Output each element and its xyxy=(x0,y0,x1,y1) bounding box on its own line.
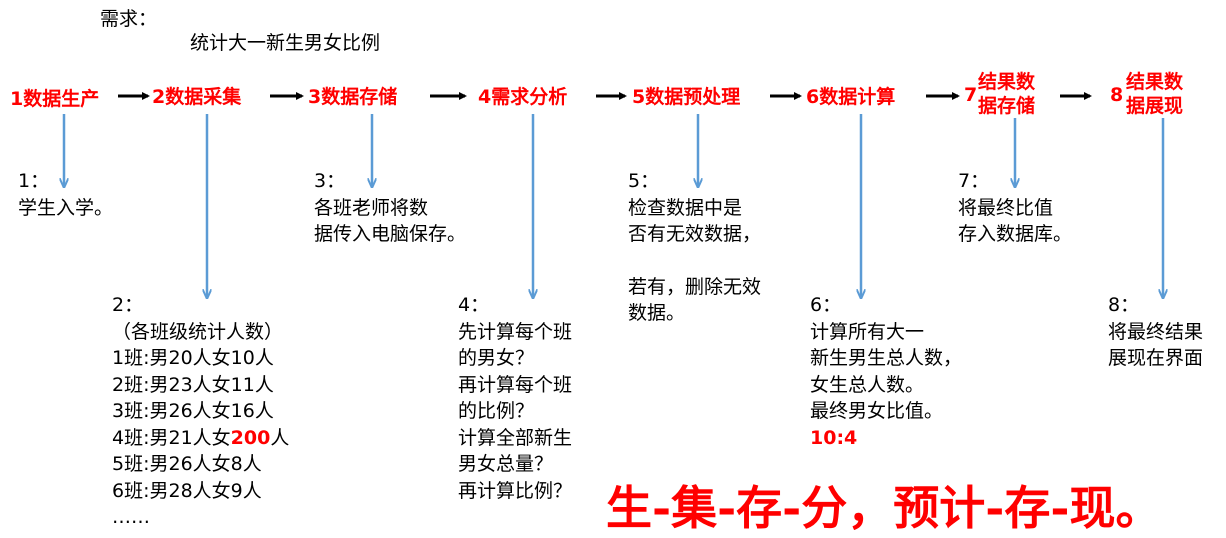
note-1-number: 1： xyxy=(18,170,50,192)
class-row-3: 3班:男26人女16人 xyxy=(112,400,274,422)
note-4-number: 4： xyxy=(458,294,490,316)
note-6-number: 6： xyxy=(810,294,842,316)
note-6-line-1: 计算所有大一 xyxy=(810,320,925,343)
note-6-line-4: 最终男女比值。 xyxy=(810,400,944,422)
class-row-4: 4班:男21人女200人 xyxy=(112,426,290,449)
step-2-data-collection: 2数据采集 xyxy=(152,86,242,108)
ellipsis: …… xyxy=(112,506,150,528)
note-8: 8： 将最终结果 展现在界面 xyxy=(1108,292,1203,372)
step-7-line-2: 据存储 xyxy=(978,95,1036,117)
note-5-spacer xyxy=(628,248,761,274)
step-4-requirement-analysis: 4需求分析 xyxy=(478,86,568,108)
step-7-number: 7 xyxy=(964,84,978,106)
class-row-5: 5班:男26人女8人 xyxy=(112,453,262,475)
note-4: 4： 先计算每个班 的男女？ 再计算每个班 的比例？ 计算全部新生 男女总量？ … xyxy=(458,292,572,504)
note-4-line-2: 的男女？ xyxy=(458,347,535,369)
requirement-text: 统计大一新生男女比例 xyxy=(190,32,381,54)
note-4-line-1: 先计算每个班 xyxy=(458,320,573,343)
step-1-data-production: 1数据生产 xyxy=(10,88,100,110)
note-8-number: 8： xyxy=(1108,294,1140,316)
note-7-line-2: 存入数据库。 xyxy=(958,223,1073,245)
step-5-data-preprocessing: 5数据预处理 xyxy=(632,86,741,108)
class-row-6: 6班:男28人女9人 xyxy=(112,479,262,502)
note-8-line-2: 展现在界面 xyxy=(1108,347,1204,369)
step-8-result-display: 结果数 据展现 xyxy=(1126,70,1183,118)
note-7-line-1: 将最终比值 xyxy=(958,196,1054,219)
step-7-line-1: 结果数 xyxy=(978,71,1036,93)
note-2: 2： （各班级统计人数） 1班:男20人女10人 2班:男23人女11人 3班:… xyxy=(112,292,289,531)
down-arrows xyxy=(64,114,1163,297)
step-7-result-storage: 结果数 据存储 xyxy=(978,70,1035,118)
anomaly-value: 200 xyxy=(230,426,271,449)
class-row-2: 2班:男23人女11人 xyxy=(112,373,274,396)
summary-slogan: 生-集-存-分，预计-存-现。 xyxy=(606,481,1162,535)
note-8-line-1: 将最终结果 xyxy=(1108,320,1204,343)
note-6-line-2: 新生男生总人数， xyxy=(810,347,963,369)
note-3-line-2: 据传入电脑保存。 xyxy=(314,223,467,245)
note-3-line-1: 各班老师将数 xyxy=(314,196,429,219)
note-5-line-1: 检查数据中是 xyxy=(628,196,743,219)
note-6: 6： 计算所有大一 新生男生总人数， 女生总人数。 最终男女比值。 10:4 xyxy=(810,292,962,451)
note-1-line: 学生入学。 xyxy=(18,196,114,219)
class-row-1: 1班:男20人女10人 xyxy=(112,347,274,369)
note-1: 1： 学生入学。 xyxy=(18,168,113,221)
note-7: 7： 将最终比值 存入数据库。 xyxy=(958,168,1072,248)
step-8-number: 8 xyxy=(1110,84,1124,106)
step-8-line-2: 据展现 xyxy=(1126,95,1184,117)
note-4-line-6: 男女总量？ xyxy=(458,453,554,475)
note-6-line-3: 女生总人数。 xyxy=(810,373,925,396)
final-ratio: 10:4 xyxy=(810,426,858,449)
note-4-line-4: 的比例？ xyxy=(458,400,535,422)
note-5-line-5: 数据。 xyxy=(628,302,686,324)
step-6-data-calculation: 6数据计算 xyxy=(806,86,896,108)
note-3: 3： 各班老师将数 据传入电脑保存。 xyxy=(314,168,466,248)
requirement-label: 需求： xyxy=(100,8,158,30)
note-4-line-7: 再计算比例？ xyxy=(458,479,573,502)
note-7-number: 7： xyxy=(958,170,990,192)
note-5-number: 5： xyxy=(628,170,660,192)
note-5: 5： 检查数据中是 否有无效数据， 若有，删除无效 数据。 xyxy=(628,168,761,327)
note-2-number: 2： xyxy=(112,294,144,316)
note-4-line-5: 计算全部新生 xyxy=(458,426,573,449)
note-3-number: 3： xyxy=(314,170,346,192)
step-3-data-storage: 3数据存储 xyxy=(308,86,398,108)
note-2-subtitle: （各班级统计人数） xyxy=(112,320,284,343)
note-5-line-4: 若有，删除无效 xyxy=(628,275,762,298)
note-5-line-2: 否有无效数据， xyxy=(628,223,762,245)
note-4-line-3: 再计算每个班 xyxy=(458,373,573,396)
step-8-line-1: 结果数 xyxy=(1126,71,1184,93)
